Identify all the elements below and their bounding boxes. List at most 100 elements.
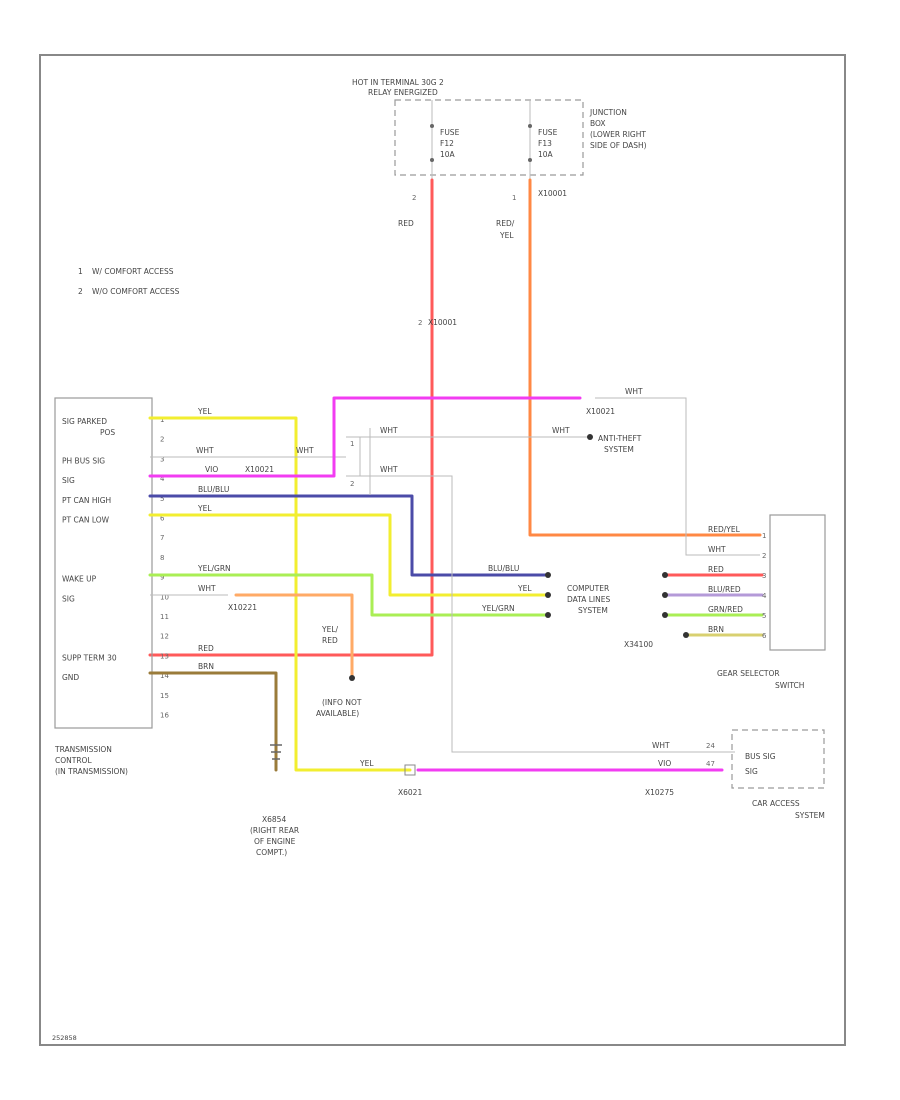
tcm-title3: (IN TRANSMISSION) (55, 767, 128, 776)
wire-blu-pin5 (148, 494, 550, 577)
car-access-line1: CAR ACCESS (752, 799, 800, 808)
computer-line1: COMPUTER (567, 584, 609, 593)
wire-brn-pin14-label: BRN (198, 662, 214, 671)
tcm-pin-number: 4 (160, 475, 165, 483)
junction-box-label3: (LOWER RIGHT (590, 130, 646, 139)
ground-symbol (270, 744, 282, 760)
info-na-wire2: RED (322, 636, 338, 645)
car-access-vio: VIO (658, 759, 671, 768)
ground-line1: (RIGHT REAR (250, 826, 299, 835)
gear-selector-pin-wire: RED/YEL (708, 525, 741, 534)
anti-theft-pin2: 2 (350, 480, 354, 488)
car-access-x-left: X6021 (398, 788, 422, 797)
tcm-pin-number: 5 (160, 495, 164, 503)
wire-wht-pin3-label2: WHT (296, 446, 314, 455)
tcm-box (54, 397, 153, 729)
tcm-title2: CONTROL (55, 756, 92, 765)
gear-selector-connector: X34100 (624, 640, 653, 649)
computer-line2: DATA LINES (567, 595, 610, 604)
gear-selector-pin-wire: RED (708, 565, 724, 574)
wire-pin10-conn: X10221 (228, 603, 257, 612)
tcm-pin-label: SIG (62, 476, 75, 485)
wire-wht-car-access (346, 475, 735, 753)
tcm-pin-number: 16 (160, 712, 169, 720)
junction-box-label1: JUNCTION (589, 108, 627, 117)
junction-box-label4: SIDE OF DASH) (590, 141, 647, 150)
wire-yel-pin6 (148, 513, 550, 597)
anti-theft-line1: ANTI-THEFT (598, 434, 642, 443)
relay-header-line2: RELAY ENERGIZED (368, 88, 438, 97)
legend-2-text: W/O COMFORT ACCESS (92, 287, 180, 296)
info-na-terminal (349, 675, 355, 681)
diagram-frame (39, 54, 846, 1046)
anti-theft-wire-label: WHT (380, 426, 398, 435)
tcm-pin-number: 11 (160, 613, 169, 621)
tcm-pin-label: WAKE UP (62, 575, 97, 584)
fuse-f13: FUSE F13 10A 1 (512, 100, 558, 202)
wire-yel-pin1-label: YEL (197, 407, 212, 416)
anti-theft-wire-label2: WHT (552, 426, 570, 435)
computer-terminal-3 (545, 612, 551, 618)
tcm-title1: TRANSMISSION (54, 745, 112, 754)
tcm-pin-number: 7 (160, 534, 164, 542)
fuse-f12-l3: 10A (440, 150, 456, 159)
car-access-line2: SYSTEM (795, 811, 825, 820)
gear-selector-pin-number: 1 (762, 532, 766, 540)
wire-ygrn-pin9 (148, 573, 550, 617)
wire-blu-pin5-label: BLU/BLU (198, 485, 229, 494)
wire-yel-red-pin10 (234, 593, 354, 677)
fuse-f12-pin: 2 (412, 194, 416, 202)
fuse-f13-l3: 10A (538, 150, 554, 159)
top-connector-label: X10021 (586, 407, 615, 416)
wire-vio-pin4 (148, 396, 582, 478)
fuse-f13-l1: FUSE (538, 128, 558, 137)
gear-selector-line1: GEAR SELECTOR (717, 669, 780, 678)
wire-red-pin13-label: RED (198, 644, 214, 653)
connector-top-label: X10001 (538, 189, 567, 198)
info-na-line2: AVAILABLE) (316, 709, 359, 718)
computer-line3: SYSTEM (578, 606, 608, 615)
car-access-connector-left (404, 764, 416, 776)
anti-theft-pin1: 1 (350, 440, 354, 448)
wire-vio-pin4-label: VIO (205, 465, 218, 474)
tcm-pin-number: 9 (160, 574, 164, 582)
fuse-f13-l2: F13 (538, 139, 552, 148)
car-access-connector: X10275 (645, 788, 674, 797)
car-access-pin1: 24 (706, 742, 715, 750)
car-access-box (731, 729, 825, 789)
ground-line2: OF ENGINE (254, 837, 296, 846)
junction-box-outline (394, 99, 584, 176)
car-access-wht: WHT (652, 741, 670, 750)
wire-wht-top (595, 397, 760, 556)
anti-theft-terminal (587, 434, 593, 440)
bracket-switch (359, 428, 371, 495)
wire-brn-pin14 (148, 671, 278, 772)
tcm-pin-label: SUPP TERM 30 (62, 653, 117, 662)
wire-vio-pin4-conn: X10021 (245, 465, 274, 474)
gear-selector-pin-number: 3 (762, 572, 766, 580)
junction-box-label2: BOX (590, 119, 606, 128)
fuse-f12-l2: F12 (440, 139, 454, 148)
ground-line3: COMPT.) (256, 848, 287, 857)
tcm-pin-number: 2 (160, 436, 164, 444)
wire-x10001-label: X10001 (428, 318, 457, 327)
tcm-pin-number: 14 (160, 672, 169, 680)
car-access-yel: YEL (359, 759, 374, 768)
gear-selector-wires (662, 572, 764, 638)
fuse-f12: FUSE F12 10A 2 (412, 100, 460, 202)
wire-ygrn-pin9-label: YEL/GRN (197, 564, 231, 573)
computer-wire3: YEL/GRN (481, 604, 515, 613)
wire-red-label: RED (398, 219, 414, 228)
gear-selector-pin-number: 2 (762, 552, 766, 560)
gear-selector-pin-wire: WHT (708, 545, 726, 554)
computer-terminal-1 (545, 572, 551, 578)
wire-pin2-label: 2 (418, 319, 422, 327)
wire-yel-pin6-label: YEL (197, 504, 212, 513)
car-access-wire-label-top: WHT (380, 465, 398, 474)
gear-selector-pin-number: 6 (762, 632, 767, 640)
tcm-pin-label2: POS (100, 428, 115, 437)
tcm-pin-number: 8 (160, 554, 164, 562)
tcm-pin-number: 13 (160, 652, 169, 660)
fuse-f12-l1: FUSE (440, 128, 460, 137)
